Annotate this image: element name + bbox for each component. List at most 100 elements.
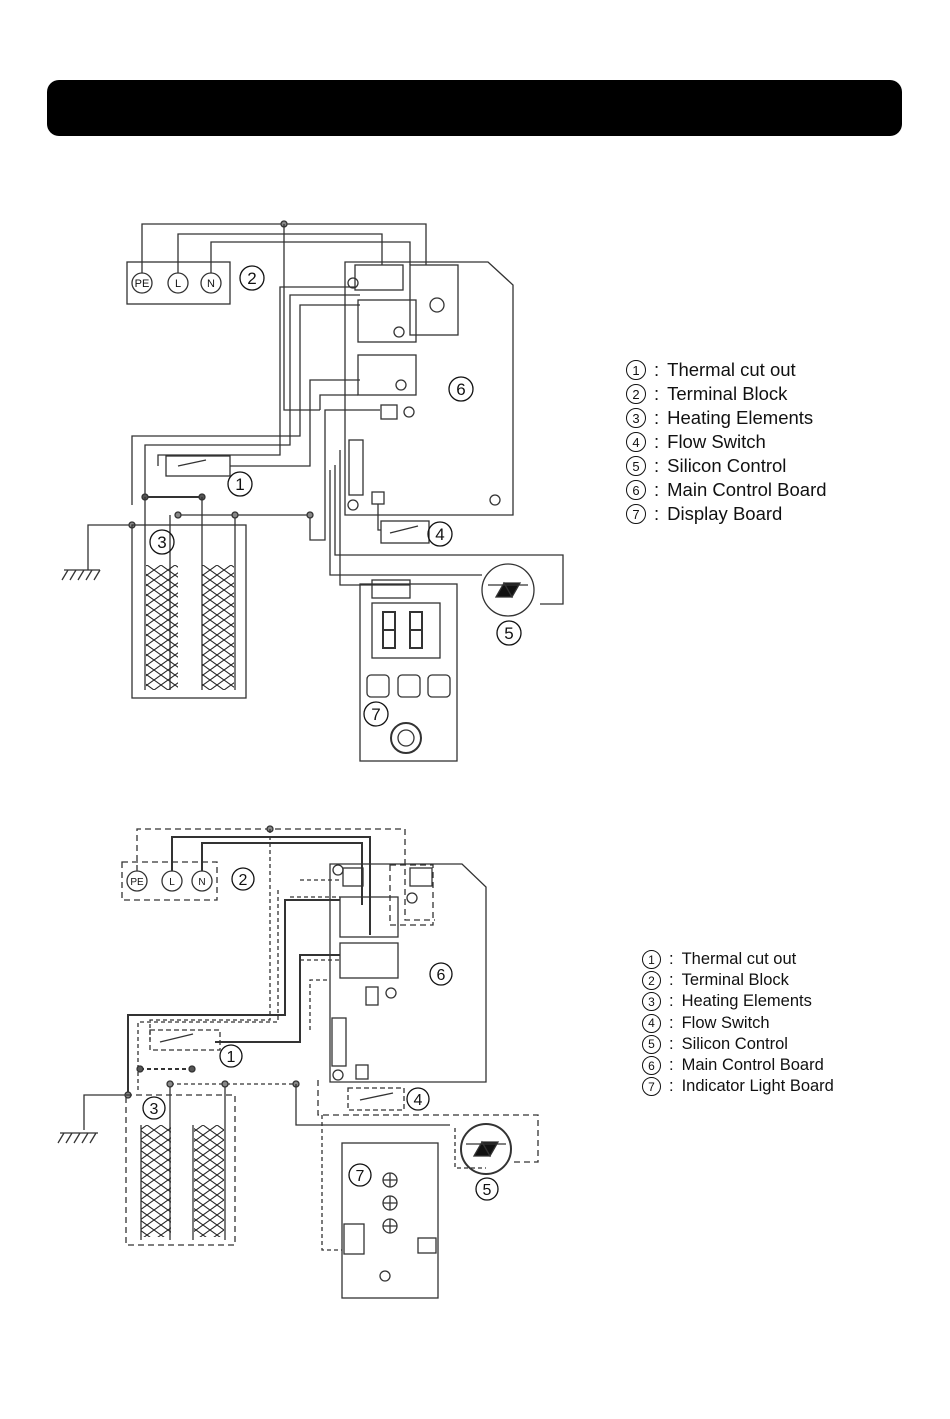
- legend-number: 3: [626, 408, 646, 428]
- legend-2-item: 6: Main Control Board: [642, 1055, 834, 1076]
- legend-colon: :: [654, 359, 660, 380]
- terminal-n-label-2: N: [198, 877, 205, 888]
- legend-number: 5: [642, 1034, 661, 1054]
- callout-7-d2: 7: [356, 1168, 365, 1185]
- callout-6-d2: 6: [437, 967, 446, 984]
- heating-elements-2: [125, 1094, 236, 1246]
- relay-2: [357, 354, 417, 396]
- terminal-n-label: N: [207, 278, 215, 290]
- legend-number: 7: [626, 504, 646, 524]
- callout-1: 1: [235, 475, 244, 494]
- heating-elements-1: [131, 524, 247, 699]
- flow-switch-2: [347, 1087, 405, 1111]
- diagram-2: [57, 825, 539, 1299]
- legend-colon: :: [654, 479, 660, 500]
- thermal-cutout-1: [165, 455, 231, 477]
- legend-colon: :: [654, 431, 660, 452]
- legend-1-item: 4: Flow Switch: [626, 430, 827, 454]
- display-knob: [390, 722, 422, 754]
- legend-label: Terminal Block: [667, 383, 788, 404]
- display-button-3: [427, 674, 451, 698]
- legend-colon: :: [654, 383, 660, 404]
- legend-1: 1: Thermal cut out 2: Terminal Block 3: Hea…: [626, 358, 827, 526]
- legend-number: 4: [626, 432, 646, 452]
- legend-number: 1: [642, 950, 661, 970]
- legend-2-item: 7: Indicator Light Board: [642, 1076, 834, 1097]
- legend-colon: :: [669, 1056, 674, 1075]
- callout-4-d2: 4: [414, 1092, 423, 1109]
- relay-4: [339, 942, 399, 979]
- legend-colon: :: [654, 455, 660, 476]
- silicon-control-2: [460, 1123, 512, 1175]
- legend-number: 6: [642, 1056, 661, 1076]
- legend-label: Heating Elements: [667, 407, 814, 428]
- legend-2-item: 4: Flow Switch: [642, 1013, 834, 1034]
- callout-7: 7: [371, 705, 380, 724]
- callout-6: 6: [456, 380, 465, 399]
- legend-label: Main Control Board: [667, 479, 827, 500]
- display-board-1: [359, 583, 458, 762]
- legend-2-item: 1: Thermal cut out: [642, 949, 834, 970]
- main-control-board-2: [329, 863, 487, 1083]
- legend-1-item: 2: Terminal Block: [626, 382, 827, 406]
- main-control-board-1: [344, 261, 514, 516]
- callout-5-d2: 5: [483, 1182, 492, 1199]
- callout-3-d2: 3: [150, 1101, 159, 1118]
- callout-2: 2: [247, 269, 256, 288]
- diagram-1: [61, 220, 564, 762]
- legend-label: Flow Switch: [667, 431, 766, 452]
- callout-2-d2: 2: [239, 872, 248, 889]
- legend-number: 6: [626, 480, 646, 500]
- legend-2: 1:Thermal cut out 2:Terminal Block 3:Hea…: [642, 949, 834, 1097]
- legend-2-item: 2:Terminal Block: [642, 970, 834, 991]
- display-button-2: [397, 674, 421, 698]
- legend-number: 3: [642, 992, 661, 1012]
- legend-colon: :: [669, 992, 674, 1011]
- flow-switch-1: [380, 520, 430, 544]
- indicator-light-board: [341, 1142, 439, 1299]
- legend-colon: :: [669, 1034, 674, 1053]
- legend-colon: :: [654, 407, 660, 428]
- legend-number: 2: [642, 971, 661, 991]
- callout-1-d2: 1: [227, 1049, 236, 1066]
- legend-number: 7: [642, 1077, 661, 1097]
- legend-1-item: 7:Display Board: [626, 502, 827, 526]
- legend-label: Flow Switch: [681, 1013, 770, 1032]
- legend-number: 1: [626, 360, 646, 380]
- header-bar: [47, 80, 902, 136]
- relay-1: [357, 299, 417, 343]
- legend-colon: :: [669, 950, 674, 969]
- terminal-pe-label: PE: [135, 278, 150, 290]
- callout-3: 3: [157, 533, 166, 552]
- legend-1-item: 1: Thermal cut out: [626, 358, 827, 382]
- thermal-cutout-2: [149, 1029, 221, 1051]
- legend-label: Heating Elements: [681, 992, 812, 1011]
- legend-2-item: 5: Silicon Control: [642, 1034, 834, 1055]
- display-button-1: [366, 674, 390, 698]
- legend-1-item: 3: Heating Elements: [626, 406, 827, 430]
- legend-number: 2: [626, 384, 646, 404]
- terminal-l-label-2: L: [169, 877, 175, 888]
- legend-label: Silicon Control: [667, 455, 787, 476]
- legend-1-item: 5:Silicon Control: [626, 454, 827, 478]
- terminal-block-2: [121, 861, 218, 901]
- legend-label: Thermal cut out: [667, 359, 796, 380]
- legend-label: Terminal Block: [681, 971, 789, 990]
- legend-1-item: 6: Main Control Board: [626, 478, 827, 502]
- terminal-l-label: L: [175, 278, 181, 290]
- callout-5: 5: [504, 624, 513, 643]
- terminal-pe-label-2: PE: [130, 877, 144, 888]
- legend-colon: :: [669, 1077, 674, 1096]
- legend-label: Indicator Light Board: [681, 1077, 834, 1096]
- callout-4: 4: [435, 525, 444, 544]
- silicon-control-1: [481, 563, 535, 617]
- legend-label: Main Control Board: [681, 1056, 824, 1075]
- relay-3: [339, 896, 399, 938]
- legend-label: Silicon Control: [681, 1034, 788, 1053]
- legend-2-item: 3: Heating Elements: [642, 991, 834, 1012]
- legend-label: Thermal cut out: [681, 950, 797, 969]
- legend-label: Display Board: [667, 503, 783, 524]
- legend-number: 4: [642, 1013, 661, 1033]
- legend-colon: :: [669, 1013, 674, 1032]
